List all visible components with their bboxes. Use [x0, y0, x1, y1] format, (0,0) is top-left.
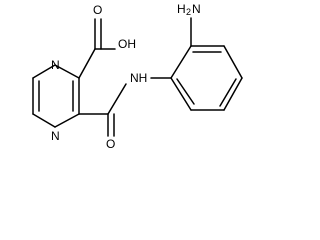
bond-ring-to-carboxyl: [78, 48, 96, 79]
carboxyl-oxygen-label: O: [93, 3, 102, 17]
bond-benzene-bottom-right: [223, 77, 243, 111]
pyrazine-nitrogen-bottom-label: N: [51, 129, 60, 143]
bond-benzene-top-right: [223, 45, 243, 79]
amine-h-label: H: [177, 2, 186, 16]
amide-nh-label: NH: [130, 71, 147, 85]
structure-canvas: O OH N N NH O H 2 N: [32, 2, 243, 151]
bond-pyrazine-top-left: [32, 64, 56, 79]
bond-pyrazine-top-right: [54, 64, 80, 79]
bond-pyrazine-bottom-left: [32, 113, 56, 128]
bond-pyrazine-bottom-right: [54, 113, 80, 128]
bonds: [32, 17, 243, 137]
bond-benzene-bottom-left-inner: [176, 78, 195, 105]
amine-n-label: N: [192, 2, 201, 16]
hydroxyl-label: OH: [118, 37, 136, 51]
amide-oxygen-label: O: [106, 137, 115, 151]
chemical-structure: O OH N N NH O H 2 N: [32, 2, 243, 151]
bond-benzene-top-left: [170, 45, 192, 79]
bond-benzene-bottom-right-inner: [219, 78, 237, 107]
atom-labels: O OH N N NH O H 2 N: [51, 2, 201, 151]
pyrazine-nitrogen-top-label: N: [51, 58, 60, 72]
amine-subscript-label: 2: [186, 7, 191, 17]
bond-amide-to-nh: [107, 83, 127, 115]
bond-benzene-bottom-left: [170, 77, 192, 111]
